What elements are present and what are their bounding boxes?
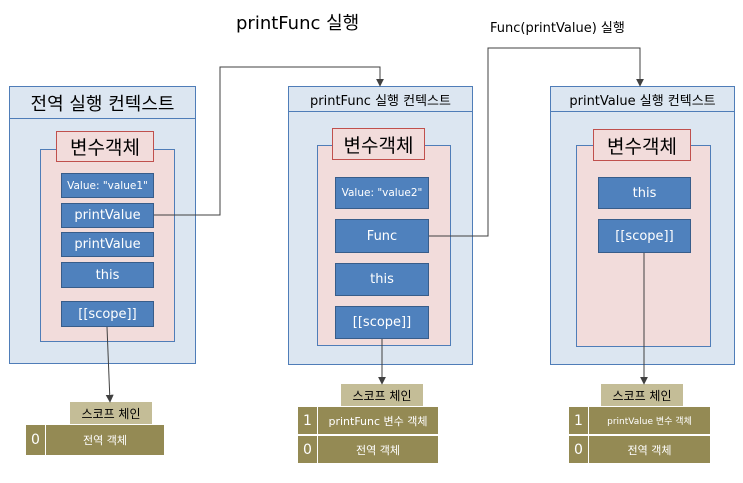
printvalue-scope-chain-title: 스코프 체인 (601, 384, 683, 406)
chain-label: 전역 객체 (83, 434, 127, 447)
printvalue-chain-row-1: 1 printValue 변수 객체 (568, 406, 711, 435)
chain-label: printValue 변수 객체 (607, 417, 692, 427)
chain-index: 1 (298, 407, 318, 434)
chain-label: 전역 객체 (627, 443, 672, 457)
printfunc-context-title: printFunc 실행 컨텍스트 (288, 86, 473, 112)
global-printvalue-item: printValue (61, 203, 154, 228)
global-context-title: 전역 실행 컨텍스트 (9, 86, 196, 119)
global-variable-object-title: 변수객체 (56, 131, 154, 162)
global-scope-arrow (105, 326, 114, 403)
printvalue-this-item: this (598, 177, 691, 209)
printvalue-scope-item: [[scope]] (598, 219, 691, 253)
printfunc-chain-row-1: 1 printFunc 변수 객체 (297, 406, 439, 435)
global-chain-row-0: 0 전역 객체 (25, 424, 165, 456)
printfunc-variable-object-title: 변수객체 (332, 128, 425, 160)
global-scope-chain-title: 스코프 체인 (70, 402, 152, 424)
printfunc-value-item: Value: "value2" (335, 177, 429, 209)
chain-index: 0 (298, 436, 318, 463)
printvalue-chain-row-0: 0 전역 객체 (568, 435, 711, 464)
global-scope-item: [[scope]] (61, 301, 154, 327)
printfunc-chain-row-0: 0 전역 객체 (297, 435, 439, 464)
global-value-item: Value: "value1" (61, 173, 154, 198)
printvalue-variable-object-title: 변수객체 (593, 129, 691, 161)
call-printfunc-arrow (154, 66, 384, 216)
chain-index: 0 (26, 425, 46, 455)
global-printvalue-item-2: printValue (61, 232, 154, 257)
right-heading: Func(printValue) 실행 (490, 21, 625, 36)
printfunc-scope-item: [[scope]] (335, 306, 429, 339)
chain-index: 1 (569, 407, 589, 434)
printfunc-scope-chain-title: 스코프 체인 (341, 384, 423, 406)
global-this-item: this (61, 262, 154, 288)
printfunc-this-item: this (335, 263, 429, 296)
chain-label: printFunc 변수 객체 (328, 414, 428, 428)
printfunc-func-item: Func (335, 219, 429, 253)
chain-index: 0 (569, 436, 589, 463)
chain-label: 전역 객체 (356, 443, 400, 457)
call-func-arrow (429, 47, 644, 237)
main-heading: printFunc 실행 (236, 13, 360, 34)
